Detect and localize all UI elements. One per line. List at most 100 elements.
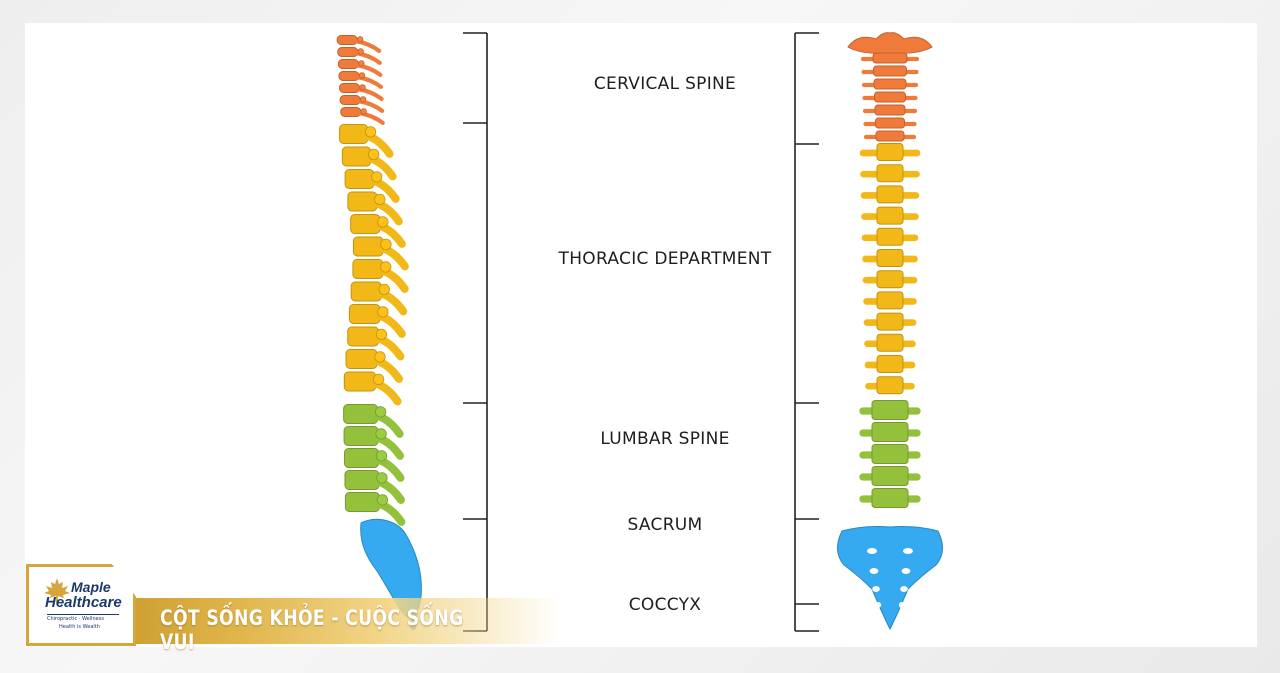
side-thoracic-vertebra-facet [367,148,380,161]
front-thoracic-vertebra-body [876,270,904,289]
spine-front-view [837,32,943,631]
front-thoracic-vertebra [862,249,918,267]
side-thoracic-vertebra [343,371,402,406]
maple-leaf-icon [44,578,70,602]
spine-side-view [336,35,422,630]
side-lumbar-vertebra-facet [375,450,388,462]
sacral-foramen [867,548,877,554]
front-lumbar-vertebra [859,444,921,464]
front-lumbar-vertebra-body [871,422,909,442]
front-lumbar-vertebra-body [871,400,909,420]
front-thoracic-vertebra-body [876,206,904,225]
side-cervical-vertebra [339,83,384,101]
logo-divider [47,614,119,615]
front-cervical-vertebra-body [875,130,905,142]
region-brackets [463,32,819,632]
front-thoracic-vertebra-body [876,333,904,352]
side-thoracic-vertebra [344,169,400,203]
sacral-foramen [901,568,911,574]
side-thoracic-vertebra [348,304,406,338]
label-sacrum: SACRUM [627,515,703,535]
front-cervical-vertebra-body [872,52,908,64]
side-cervical-vertebra [336,35,382,53]
front-thoracic-vertebra-body [876,185,904,204]
front-sacrum [837,526,943,631]
front-lumbar-vertebra [859,400,921,420]
side-thoracic-vertebra [341,146,397,181]
side-thoracic-vertebra-facet [374,351,386,363]
front-lumbar-vertebra-body [871,444,909,464]
side-thoracic-vertebra-facet [377,216,389,228]
side-cervical-vertebra-process [356,110,385,125]
side-lumbar-vertebra [344,492,406,526]
right-bracket [794,32,819,632]
side-lumbar-vertebra-facet [374,406,387,418]
spine-diagram [336,32,943,632]
front-thoracic-vertebra-body [876,249,904,267]
side-cervical-vertebra-facet [356,36,364,43]
side-lumbar-vertebra-facet [376,472,388,484]
front-lumbar-vertebra-body [871,488,909,508]
front-cervical-vertebra [861,78,919,90]
brand-name-line2: Healthcare [45,594,122,611]
front-cervical-vertebra [860,52,920,64]
front-thoracic-vertebra-body [876,376,904,395]
side-thoracic-vertebra-facet [380,261,392,273]
front-lumbar-vertebra-body [871,466,909,486]
sacral-foramen [869,568,879,574]
side-thoracic-vertebra [350,214,406,248]
sacral-foramen [898,602,906,608]
slogan-text: CỘT SỐNG KHỎE - CUỘC SỐNG VUI [160,606,464,654]
side-cervical-vertebra-facet [359,96,367,103]
side-cervical-vertebra-process [354,74,384,89]
side-lumbar-vertebra-facet [375,428,387,440]
front-thoracic-vertebra-body [876,312,904,331]
front-thoracic-vertebra [863,291,917,310]
side-cervical-vertebra-facet [357,48,364,55]
side-cervical-vertebra-process [356,98,385,113]
front-thoracic-vertebra [864,355,916,373]
side-cervical-vertebra [340,107,385,125]
side-cervical-vertebra [337,59,383,77]
front-cervical-vertebra-body [873,78,907,90]
side-lumbar-vertebra [343,426,405,460]
logo-tagline: Chiropractic · Wellness [47,616,104,622]
logo: Maple Healthcare Chiropractic · Wellness… [26,564,136,646]
front-thoracic-vertebra-body [876,355,904,373]
front-thoracic-vertebra [862,270,918,289]
side-lumbar-vertebra [343,404,404,438]
side-thoracic-vertebra-facet [380,238,392,251]
side-thoracic-vertebra [345,349,403,383]
front-lumbar-vertebra [859,422,921,442]
side-cervical-vertebra-facet [360,108,367,115]
diagram-panel: CERVICAL SPINE THORACIC DEPARTMENT LUMBA… [25,23,1257,647]
side-cervical-vertebra [338,71,384,89]
front-cervical-vertebra-body [875,117,905,129]
front-thoracic-vertebra [865,376,915,395]
sacral-foramen [903,548,913,554]
side-cervical-vertebra-process [353,50,382,65]
front-lumbar-vertebra [859,488,921,508]
front-cervical-vertebra [861,65,919,77]
side-thoracic-vertebra-process [369,378,402,406]
label-cervical-spine: CERVICAL SPINE [593,74,737,94]
front-thoracic-vertebra [863,312,917,331]
side-thoracic-vertebra [352,236,409,271]
side-cervical-vertebra [337,47,382,65]
side-cervical-vertebra-process [353,38,382,53]
front-thoracic-vertebra-body [876,291,904,310]
side-cervical-vertebra-facet [358,60,365,67]
front-cervical-vertebra [863,130,917,142]
side-thoracic-vertebra [352,259,409,293]
sacral-foramen [874,602,882,608]
side-thoracic-vertebra-facet [374,193,386,206]
side-cervical-vertebra-process [355,86,384,101]
front-thoracic-vertebra-body [876,164,904,183]
sacral-foramen [872,586,880,592]
brand-name-line1: Maple [71,579,111,595]
front-cervical-vertebra [862,91,918,103]
front-thoracic-vertebra [860,185,920,204]
side-cervical-vertebra-facet [359,84,366,91]
side-thoracic-vertebra [347,326,405,361]
front-thoracic-vertebra [861,227,919,246]
